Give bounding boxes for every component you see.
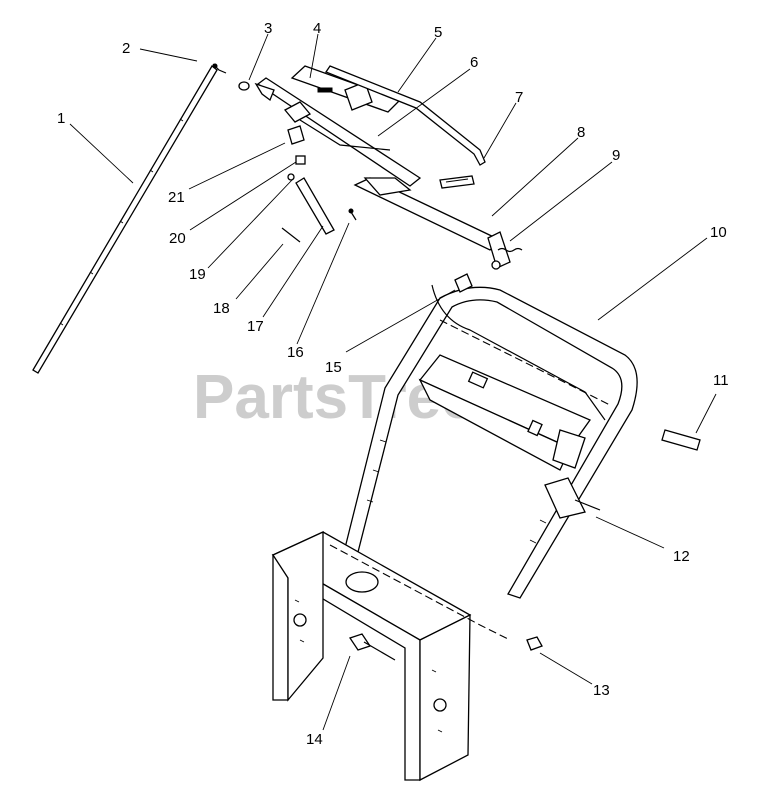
control-cable	[431, 284, 611, 421]
part-2-hook-pin	[212, 63, 227, 74]
callout-12: 12	[673, 548, 690, 565]
part-17-link	[295, 177, 335, 235]
callout-5: 5	[434, 24, 442, 41]
callout-8: 8	[577, 124, 585, 141]
part-20-nut	[295, 155, 306, 165]
part-9-spring	[491, 247, 523, 270]
part-19-washer	[287, 173, 295, 181]
part-12-knob	[544, 477, 601, 519]
part-15-block	[454, 273, 473, 293]
part-14-bolt	[348, 633, 396, 661]
part-3-nut	[238, 81, 250, 91]
leader-lines	[69, 33, 717, 731]
callout-13: 13	[593, 682, 610, 699]
callout-14: 14	[306, 731, 323, 748]
callout-labels: 1 2 3 4 5 6 7 8 9 10 11 12 13 14 15 16 1…	[57, 20, 729, 748]
callout-2: 2	[122, 40, 130, 57]
callout-1: 1	[57, 110, 65, 127]
callout-20: 20	[169, 230, 186, 247]
callout-15: 15	[325, 359, 342, 376]
callout-21: 21	[168, 189, 185, 206]
part-1-rod	[32, 65, 218, 374]
callout-11: 11	[713, 372, 729, 389]
part-8-lower-handle	[353, 177, 511, 269]
part-13-nut	[526, 636, 543, 651]
part-16-cotter-pin	[348, 208, 357, 221]
callout-10: 10	[710, 224, 727, 241]
part-5-control-rod	[325, 65, 486, 166]
part-6-upper-handle	[254, 77, 422, 187]
callout-18: 18	[213, 300, 230, 317]
callout-7: 7	[515, 89, 523, 106]
part-18-pin	[281, 227, 301, 243]
callout-16: 16	[287, 344, 304, 361]
control-panel	[418, 354, 591, 471]
callout-3: 3	[264, 20, 272, 37]
callout-19: 19	[189, 266, 206, 283]
base-bracket	[271, 530, 511, 782]
part-11-bolt	[661, 429, 701, 451]
part-4-bracket	[290, 65, 402, 113]
part-21-bushing	[287, 125, 305, 145]
callout-4: 4	[313, 20, 321, 37]
part-7-decal	[439, 175, 475, 189]
callout-9: 9	[612, 147, 620, 164]
callout-17: 17	[247, 318, 264, 335]
part-10-main-handle	[344, 286, 638, 599]
callout-6: 6	[470, 54, 478, 71]
